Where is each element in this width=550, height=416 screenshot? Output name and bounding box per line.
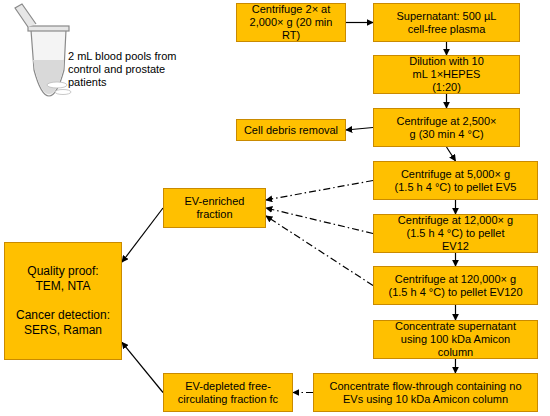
output-box: Cell debris removal — [236, 119, 346, 141]
box-text: EV-depleted free-circulating fraction fc — [170, 380, 286, 406]
flow-arrow — [446, 94, 447, 108]
box-text: Cell debris removal — [244, 124, 338, 137]
box-text: Centrifuge at 5,000× g (1.5 h 4 °C) to p… — [392, 168, 519, 194]
process-box: Centrifuge at 5,000× g (1.5 h 4 °C) to p… — [373, 161, 538, 200]
dashdot-arrow — [266, 181, 373, 201]
box-text: Quality proof: TEM, NTA — [13, 264, 113, 294]
box-text: Supernatant: 500 µL cell-free plasma — [396, 10, 497, 36]
fraction-box: EV-enriched fraction — [163, 188, 266, 228]
box-text: Dilution with 10 mL 1×HEPES (1:20) — [402, 55, 491, 94]
flow-arrow — [447, 147, 456, 161]
process-box: Concentrate supernatant using 100 kDa Am… — [373, 320, 538, 359]
box-text: Concentrate flow-through containing no E… — [324, 380, 527, 406]
box-text: Centrifuge 2× at 2,000× g (20 min RT) — [240, 3, 342, 42]
flow-arrow — [122, 342, 163, 392]
analysis-box: Quality proof: TEM, NTA Cancer detection:… — [4, 242, 122, 360]
flow-arrow — [455, 305, 456, 320]
process-box: Centrifuge 2× at 2,000× g (20 min RT) — [236, 3, 346, 42]
dashdot-arrow — [266, 216, 373, 286]
process-box: Supernatant: 500 µL cell-free plasma — [373, 3, 520, 42]
tube-symbol — [15, 4, 71, 96]
box-text: EV-enriched fraction — [170, 195, 259, 221]
sample-note: 2 mL blood pools from control and prosta… — [68, 50, 203, 89]
fraction-box: EV-depleted free-circulating fraction fc — [163, 373, 293, 412]
process-box: Dilution with 10 mL 1×HEPES (1:20) — [373, 55, 520, 94]
flow-arrow — [446, 42, 447, 55]
dashdot-arrow — [266, 208, 373, 234]
flow-arrow — [455, 200, 456, 214]
flow-arrow — [455, 253, 456, 266]
flow-arrow — [122, 208, 163, 262]
process-box: Centrifuge at 120,000× g (1.5 h 4 °C) to… — [373, 266, 538, 305]
box-text: Centrifuge at 2,500× g (30 min 4 °C) — [396, 115, 497, 141]
process-box: Centrifuge at 2,500× g (30 min 4 °C) — [373, 108, 520, 147]
flow-arrow — [455, 359, 456, 373]
process-box: Centrifuge at 12,000× g (1.5 h 4 °C) to … — [373, 214, 538, 253]
box-text: Centrifuge at 12,000× g (1.5 h 4 °C) to … — [392, 214, 519, 253]
box-text: Concentrate supernatant using 100 kDa Am… — [386, 320, 525, 359]
flow-arrow — [346, 128, 373, 131]
process-box: Concentrate flow-through containing no E… — [313, 373, 538, 412]
box-text: Centrifuge at 120,000× g (1.5 h 4 °C) to… — [388, 273, 523, 299]
dashdot-arrow — [293, 392, 313, 393]
box-text: Cancer detection: SERS, Raman — [13, 308, 113, 338]
flow-arrow — [346, 22, 373, 23]
